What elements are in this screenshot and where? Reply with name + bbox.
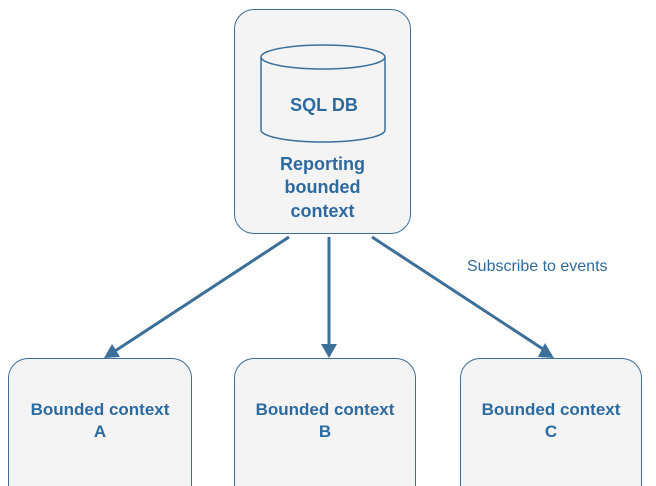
context-a-line-1: Bounded context — [30, 400, 170, 419]
reporting-title-line-1: Reporting — [280, 154, 365, 174]
bounded-context-b-label: Bounded context B — [234, 399, 416, 443]
arrow-head-b — [321, 344, 337, 358]
context-a-line-2: A — [93, 422, 107, 442]
edge-label-subscribe: Subscribe to events — [467, 258, 608, 275]
bounded-context-c-box — [460, 358, 642, 486]
arrow-to-context-c — [371, 235, 547, 353]
bounded-context-b-box — [234, 358, 416, 486]
context-c-line-1: Bounded context — [481, 400, 621, 419]
context-b-line-1: Bounded context — [255, 400, 395, 419]
context-c-line-2: C — [544, 422, 558, 442]
reporting-context-title: Reporting bounded context — [240, 153, 405, 223]
database-icon — [260, 44, 386, 143]
bounded-context-a-box — [8, 358, 192, 486]
reporting-title-line-3: context — [290, 200, 355, 221]
bounded-context-a-label: Bounded context A — [9, 399, 191, 443]
arrow-head-c — [538, 343, 554, 358]
arrow-to-context-a — [111, 235, 290, 355]
reporting-title-line-2: bounded — [284, 177, 361, 198]
context-b-line-2: B — [318, 422, 332, 442]
bounded-context-c-label: Bounded context C — [460, 399, 642, 443]
database-label: SQL DB — [290, 95, 358, 115]
arrow-head-a — [104, 344, 120, 358]
